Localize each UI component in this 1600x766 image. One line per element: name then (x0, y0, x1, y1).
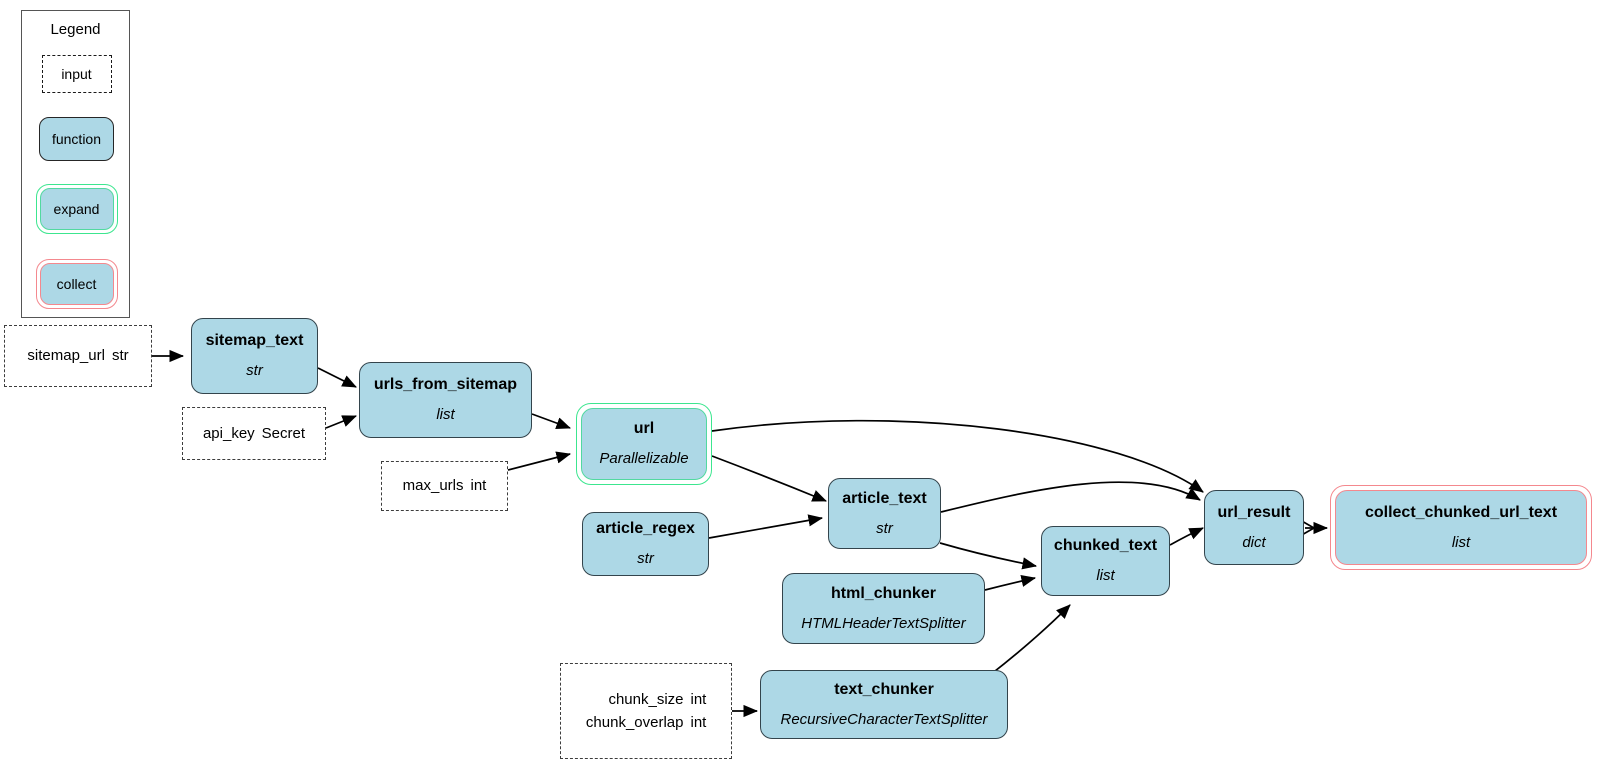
edge-urls_from_sitemap-url (531, 413, 571, 430)
edge-html_chunker-chunked_text (984, 574, 1036, 591)
node-type: str (246, 362, 263, 380)
input-param-row: chunk_overlap int (576, 711, 717, 734)
edge-article_text-chunked_text (939, 542, 1038, 570)
legend-item-function: function (22, 117, 131, 161)
input-param-name: chunk_size (608, 690, 684, 708)
node-urls_from_sitemap[interactable]: urls_from_sitemap list (359, 362, 532, 438)
node-article_regex[interactable]: article_regex str (582, 512, 709, 576)
legend-label-expand: expand (53, 201, 100, 217)
node-name: text_chunker (834, 680, 934, 698)
legend-label-function: function (51, 131, 102, 147)
input-param-type: int (690, 714, 707, 731)
node-name: sitemap_text (205, 332, 304, 350)
input-param-name: max_urls (402, 477, 464, 495)
input-param-row: sitemap_url str (27, 344, 128, 367)
node-name: url_result (1217, 503, 1291, 521)
legend-panel: Legend input function expand collect (21, 10, 130, 318)
legend-item-input: input (22, 55, 131, 93)
legend-label-collect: collect (56, 276, 97, 292)
edge-max_urls-url (507, 451, 571, 471)
edge-article_text-url_result (940, 481, 1201, 513)
input-param-name: chunk_overlap (585, 714, 684, 731)
node-article_text[interactable]: article_text str (828, 478, 941, 549)
node-name: url (633, 420, 655, 438)
node-name: collect_chunked_url_text (1364, 503, 1558, 521)
input-node-api_key[interactable]: api_key Secret (182, 407, 326, 460)
node-type: dict (1242, 533, 1266, 551)
edge-article_regex-article_text (708, 514, 824, 539)
edge-chunked_text-url_result (1169, 527, 1204, 546)
node-type: RecursiveCharacterTextSplitter (780, 710, 988, 728)
input-param-row: api_key Secret (203, 422, 305, 445)
input-node-chunk_params[interactable]: chunk_size int chunk_overlap int (560, 663, 732, 759)
input-node-sitemap_url[interactable]: sitemap_url str (4, 325, 152, 387)
node-html_chunker[interactable]: html_chunker HTMLHeaderTextSplitter (782, 573, 985, 644)
edge-url-url_result (711, 419, 1204, 493)
node-name: article_regex (596, 520, 695, 538)
input-param-type: int (470, 477, 487, 495)
node-sitemap_text[interactable]: sitemap_text str (191, 318, 318, 394)
edge-url-article_text (711, 455, 827, 502)
node-type: str (637, 550, 654, 568)
legend-swatch-collect: collect (35, 259, 118, 309)
input-param-type: Secret (261, 424, 306, 442)
node-type: list (436, 406, 455, 424)
input-param-type: int (690, 690, 707, 708)
legend-title: Legend (50, 21, 101, 38)
node-type: list (1096, 567, 1115, 585)
edge-sitemap_text-urls_from_sitemap (317, 367, 357, 388)
input-param-name: api_key (202, 424, 255, 442)
node-type: str (876, 519, 893, 537)
node-collect_chunked_url_text-collect-ring: collect_chunked_url_text list (1330, 485, 1592, 570)
node-url_result[interactable]: url_result dict (1204, 490, 1304, 565)
node-type: list (1451, 533, 1471, 551)
input-param-row: max_urls int (403, 474, 487, 497)
legend-item-collect: collect (22, 259, 131, 309)
node-name: article_text (842, 489, 927, 507)
legend-label-input: input (61, 66, 92, 82)
node-text_chunker[interactable]: text_chunker RecursiveCharacterTextSplit… (760, 670, 1008, 739)
node-collect_chunked_url_text[interactable]: collect_chunked_url_text list (1335, 490, 1587, 565)
input-param-row: chunk_size int (576, 688, 717, 711)
node-type: HTMLHeaderTextSplitter (801, 614, 966, 632)
legend-swatch-expand: expand (35, 184, 118, 234)
input-param-type: str (111, 347, 129, 365)
node-url[interactable]: url Parallelizable (581, 408, 707, 480)
node-type: Parallelizable (599, 450, 689, 468)
node-name: urls_from_sitemap (373, 376, 518, 394)
node-name: html_chunker (831, 584, 936, 602)
node-url-expand-ring: url Parallelizable (576, 403, 712, 485)
legend-item-expand: expand (22, 184, 131, 234)
input-node-max_urls[interactable]: max_urls int (381, 461, 508, 511)
input-param-name: sitemap_url (27, 347, 105, 365)
edge-api_key-urls_from_sitemap (325, 415, 357, 429)
legend-swatch-function: function (39, 117, 114, 161)
node-name: chunked_text (1053, 537, 1158, 555)
legend-swatch-input: input (41, 55, 112, 93)
edge-text_chunker-chunked_text (989, 604, 1071, 676)
node-chunked_text[interactable]: chunked_text list (1041, 526, 1170, 596)
